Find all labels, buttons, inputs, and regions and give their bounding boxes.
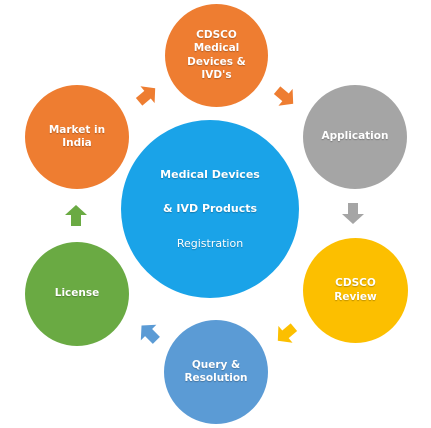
node-cdsco-devices-label: CDSCO Medical Devices & IVD's <box>187 29 246 81</box>
node-cdsco-review-label: CDSCO Review <box>334 277 377 303</box>
arrow-top-left-icon <box>135 86 156 106</box>
center-line-3: Registration <box>176 236 244 250</box>
node-application-label: Application <box>321 130 389 143</box>
node-cdsco-devices: CDSCO Medical Devices & IVD's <box>165 4 268 107</box>
center-line-1: Medical Devices <box>160 168 260 182</box>
node-license: License <box>25 242 129 346</box>
arrow-bottom-right-icon <box>277 323 298 343</box>
node-query-resolution: Query & Resolution <box>164 320 268 424</box>
center-line-2: & IVD Products <box>162 202 258 216</box>
arrow-top-right-icon <box>273 86 294 106</box>
center-circle: Medical Devices & IVD Products Registrat… <box>121 120 299 298</box>
node-cdsco-review: CDSCO Review <box>303 238 408 343</box>
node-application: Application <box>303 85 407 189</box>
node-query-resolution-label: Query & Resolution <box>184 358 248 384</box>
node-market-india-label: Market in India <box>48 123 106 149</box>
node-license-label: License <box>54 287 100 300</box>
node-market-india: Market in India <box>25 85 129 189</box>
arrow-left-up-icon <box>65 205 87 226</box>
arrow-bottom-left-icon <box>140 324 160 344</box>
center-label: Medical Devices & IVD Products Registrat… <box>160 149 260 268</box>
arrow-right-down-icon <box>342 203 364 224</box>
